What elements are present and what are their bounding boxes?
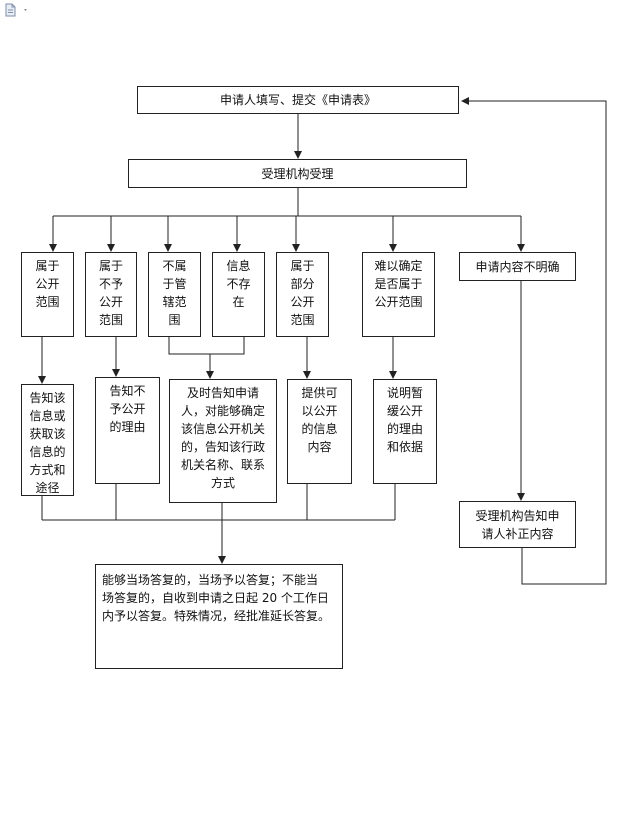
node-inform-refusal: 告知不 予公开 的理由 — [95, 377, 160, 484]
node-final-reply: 能够当场答复的，当场予以答复；不能当 场答复的，自收到申请之日起 20 个工作日… — [95, 564, 343, 669]
node-partial-public: 属于 部分 公开 范围 — [276, 252, 329, 337]
node-explain-deferral: 说明暂 缓公开 的理由 和依据 — [373, 379, 437, 484]
node-not-jurisdiction: 不属 于管 辖范 围 — [148, 252, 201, 337]
node-provide-partial: 提供可 以公开 的信息 内容 — [287, 379, 352, 484]
node-not-public: 属于 不予 公开 范围 — [85, 252, 137, 337]
document-icon[interactable] — [4, 3, 30, 17]
node-not-exist: 信息 不存 在 — [212, 252, 265, 337]
node-request-correction: 受理机构告知申 请人补正内容 — [459, 501, 576, 548]
node-uncertain: 难以确定 是否属于 公开范围 — [362, 252, 435, 337]
node-public: 属于 公开 范围 — [21, 252, 74, 337]
feedback-loop-arrow — [461, 97, 607, 585]
merge-b3-b4 — [168, 337, 245, 355]
node-unclear: 申请内容不明确 — [459, 252, 576, 281]
node-accept: 受理机构受理 — [128, 159, 467, 188]
node-inform-access: 告知该 信息或 获取该 信息的 方式和 途径 — [21, 384, 74, 496]
dropdown-arrow-icon — [24, 9, 27, 11]
node-inform-agency: 及时告知申请 人，对能够确定 该信息公开机关 的，告知该行政 机关名称、联系 方… — [169, 379, 277, 503]
node-apply: 申请人填写、提交《申请表》 — [137, 86, 459, 114]
